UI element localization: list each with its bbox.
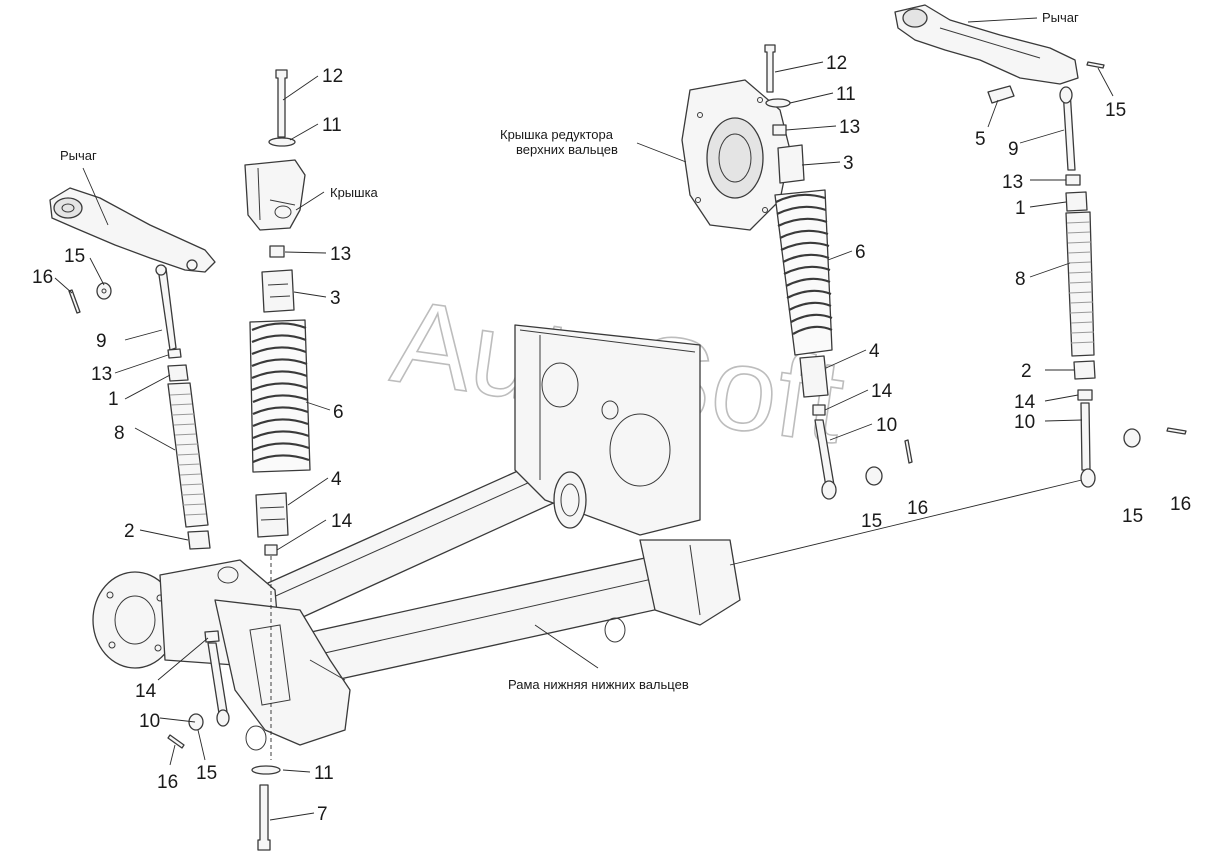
callout-8: 8 <box>114 423 125 444</box>
washer-11 <box>268 137 296 147</box>
callout-2: 2 <box>1021 361 1032 382</box>
washer-11 <box>765 98 791 108</box>
cup-4 <box>255 492 289 538</box>
callout-16b: 16 <box>157 772 178 793</box>
spring-6 <box>249 319 311 473</box>
cup-2 <box>1073 360 1096 380</box>
callout-2: 2 <box>124 521 135 542</box>
right-center-assembly <box>681 44 913 500</box>
callout-6: 6 <box>333 402 344 423</box>
callout-9: 9 <box>96 331 107 352</box>
callout-13: 13 <box>1002 172 1023 193</box>
right-lever <box>894 4 1079 85</box>
rod-10 <box>1080 402 1091 471</box>
bolt-7 <box>257 784 271 851</box>
callout-3: 3 <box>843 153 854 174</box>
rod-9 <box>157 267 177 351</box>
left-lever <box>49 187 216 273</box>
callout-15: 15 <box>1105 100 1126 121</box>
callout-11: 11 <box>836 84 856 105</box>
nut-13 <box>269 245 285 258</box>
caption-lever-left: Рычаг <box>60 148 97 163</box>
cotter-pin-16 <box>68 289 81 314</box>
callout-15b: 15 <box>1122 506 1143 527</box>
washer-15 <box>1123 428 1141 448</box>
callout-16: 16 <box>1170 494 1191 515</box>
cover <box>244 159 306 231</box>
cup-1 <box>1065 191 1088 212</box>
callout-8: 8 <box>1015 269 1026 290</box>
callout-12: 12 <box>826 53 847 74</box>
callout-10: 10 <box>876 415 897 436</box>
nut-14 <box>1077 389 1093 401</box>
callout-6: 6 <box>855 242 866 263</box>
cup-4 <box>799 355 829 398</box>
cup-2 <box>187 530 211 550</box>
callout-14: 14 <box>135 681 157 702</box>
callout-1: 1 <box>108 389 119 410</box>
callout-16: 16 <box>32 267 53 288</box>
callout-15b: 15 <box>196 763 217 784</box>
callout-10: 10 <box>139 711 160 732</box>
callout-4: 4 <box>331 469 342 490</box>
washer-15b <box>188 713 204 731</box>
bushing-5 <box>987 85 1015 104</box>
nut-14 <box>264 544 278 556</box>
callout-16: 16 <box>907 498 928 519</box>
nut-13 <box>772 124 787 136</box>
callout-12: 12 <box>322 66 343 87</box>
callout-13: 13 <box>91 364 112 385</box>
washer-15 <box>865 466 883 486</box>
callout-3: 3 <box>330 288 341 309</box>
cup-3 <box>777 144 805 184</box>
spring-6 <box>774 189 833 356</box>
far-right-assembly <box>894 4 1187 488</box>
washer-11b <box>251 765 281 775</box>
nut-13 <box>167 348 182 359</box>
cotter-pin-16b <box>167 734 185 749</box>
callout-1: 1 <box>1015 198 1026 219</box>
callout-14: 14 <box>871 381 893 402</box>
bolt-12 <box>275 69 288 138</box>
bolt-12 <box>764 44 776 93</box>
caption-frame: Рама нижняя нижних вальцев <box>508 677 689 692</box>
caption-gear-cover-line1: Крышка редуктора <box>500 127 614 142</box>
callout-15: 15 <box>861 511 882 532</box>
cotter-pin-16 <box>1166 427 1187 435</box>
callout-13: 13 <box>330 244 351 265</box>
cup-1 <box>167 364 189 382</box>
callout-11: 11 <box>322 115 342 136</box>
spring-8 <box>1065 211 1095 357</box>
alignment-line <box>729 477 1091 566</box>
lower-frame <box>92 324 741 751</box>
leader-lines <box>54 17 1114 821</box>
callout-5: 5 <box>975 129 986 150</box>
nut-14 <box>204 630 220 643</box>
callout-15: 15 <box>64 246 85 267</box>
center-tension-assembly <box>244 69 311 851</box>
caption-lever-right: Рычаг <box>1042 10 1079 25</box>
callout-11b: 11 <box>314 763 334 784</box>
cotter-pin-16 <box>904 439 913 464</box>
callout-10: 10 <box>1014 412 1035 433</box>
nut-13 <box>1065 174 1081 186</box>
caption-cover: Крышка <box>330 185 379 200</box>
caption-gear-cover-line2: верхних вальцев <box>516 142 618 157</box>
callout-9: 9 <box>1008 139 1019 160</box>
cup-3 <box>261 269 295 313</box>
callout-4: 4 <box>869 341 880 362</box>
callout-7: 7 <box>317 804 328 825</box>
callout-13: 13 <box>839 117 860 138</box>
cotter-pin-15 <box>1086 61 1105 69</box>
callout-14: 14 <box>331 511 353 532</box>
callout-14: 14 <box>1014 392 1036 413</box>
left-tension-assembly <box>49 187 230 749</box>
nut-14 <box>812 404 826 416</box>
washer-15 <box>96 282 112 300</box>
